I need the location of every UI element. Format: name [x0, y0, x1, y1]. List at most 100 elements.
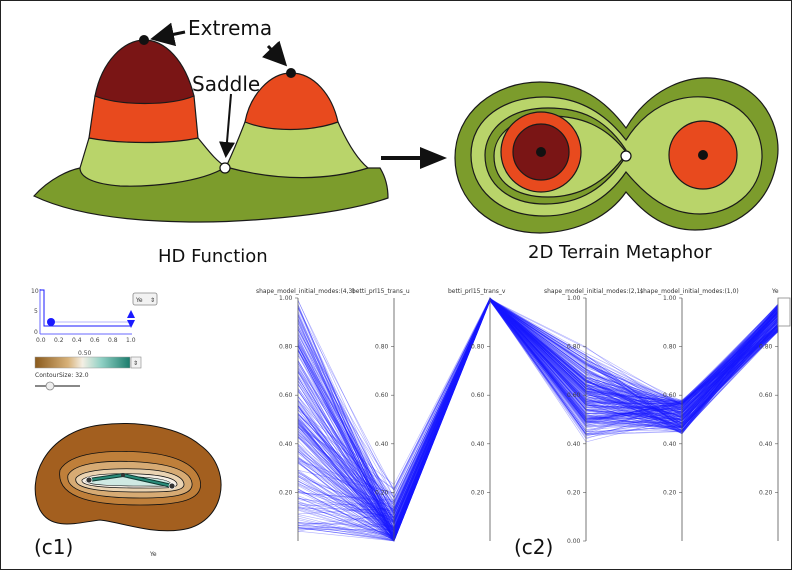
pc-polyline	[297, 298, 779, 518]
pc-tick-label: 0.40	[663, 441, 677, 448]
pc-polyline	[297, 300, 779, 530]
pc-polyline	[297, 298, 779, 520]
pc-tick-label: 1.00	[279, 295, 293, 302]
pc-polyline	[297, 299, 779, 511]
pc-polyline	[297, 299, 779, 539]
pc-polyline	[297, 298, 779, 540]
colormap-arrows-icon: ⇕	[133, 360, 138, 367]
pc-polyline	[297, 299, 779, 525]
mini-x-tick: 0.2	[54, 337, 64, 344]
pc-axis-name[interactable]: shape_model_initial_modes:(2,1)	[544, 288, 643, 295]
pc-polyline	[297, 299, 779, 538]
pc-polyline	[297, 300, 779, 529]
extrema-arrow-right	[261, 40, 288, 67]
pc-polyline	[297, 298, 779, 541]
pc-polyline	[297, 299, 779, 538]
mini-range-handle[interactable]	[127, 310, 135, 328]
pc-tick-label: 0.60	[759, 392, 773, 399]
mini-threshold-handle[interactable]	[47, 318, 55, 326]
pc-polyline	[297, 298, 779, 539]
pc-polyline	[297, 299, 779, 522]
pc-tick-label: 0.80	[663, 344, 677, 351]
pc-polyline	[297, 300, 779, 512]
ye-brush-box[interactable]	[777, 297, 791, 327]
pc-polyline	[297, 299, 779, 531]
pc-axis-name[interactable]: betti_prl15_trans_u	[352, 288, 410, 295]
pc-polyline	[297, 297, 779, 541]
pc-polyline	[297, 299, 779, 533]
extrema-arrow-left	[150, 22, 186, 47]
pc-polyline	[297, 297, 779, 512]
pc-polyline	[297, 299, 779, 492]
pc-polyline	[297, 298, 779, 536]
pc-polyline	[297, 298, 779, 510]
pc-polyline	[297, 299, 779, 523]
mini-x-tick: 0.8	[108, 337, 118, 344]
pc-polyline	[297, 299, 779, 541]
pc-polyline	[297, 300, 779, 540]
pc-polyline	[297, 297, 779, 512]
pc-polyline	[297, 300, 779, 539]
pc-polyline	[297, 298, 779, 535]
pc-tick-label: 0.60	[567, 392, 581, 399]
variable-select[interactable]: Ye ⇕	[132, 292, 158, 306]
contour-size-slider-thumb[interactable]	[45, 381, 55, 391]
pc-axis-name[interactable]: Ye	[771, 288, 779, 295]
pc-polyline	[297, 298, 779, 519]
pc-polyline	[297, 298, 779, 518]
pc-polyline	[297, 298, 779, 498]
pc-polyline	[297, 297, 779, 541]
colormap-gradient[interactable]	[34, 356, 131, 369]
pc-polyline	[297, 299, 779, 535]
pc-polyline	[297, 300, 779, 536]
pc-polyline	[297, 298, 779, 537]
mini-x-tick: 0.6	[90, 337, 100, 344]
pc-polyline	[297, 298, 779, 519]
pc-polyline	[297, 298, 779, 530]
pc-polyline	[297, 298, 779, 530]
pc-polyline	[297, 299, 779, 542]
pc-axis-name[interactable]: shape_model_initial_modes:(4,3)	[256, 288, 355, 295]
pc-polyline	[297, 300, 779, 527]
pc-polyline	[297, 299, 779, 490]
pc-polyline	[298, 298, 779, 530]
pc-axis-name[interactable]: betti_prl15_trans_v	[448, 288, 506, 295]
pc-polyline	[297, 298, 779, 518]
pc-polyline	[297, 299, 779, 523]
pc-polyline	[297, 299, 779, 541]
variable-select-value: Ye	[135, 297, 143, 304]
pc-polyline	[297, 297, 779, 519]
terrain-right-max-point	[698, 150, 708, 160]
pc-polyline	[297, 298, 779, 541]
pc-tick-label: 0.80	[279, 344, 293, 351]
pc-polyline	[297, 299, 779, 539]
left-extremum-point	[139, 35, 149, 45]
pc-polyline	[297, 299, 779, 531]
terrain-label: 2D Terrain Metaphor	[528, 242, 712, 263]
pc-polyline	[297, 297, 779, 515]
hd-function-illustration: Extrema Saddle HD Function	[33, 16, 389, 267]
pc-polyline	[297, 299, 779, 524]
mini-x-tick: 0.0	[36, 337, 46, 344]
pc-polyline	[297, 298, 779, 524]
mountain-left-orange-tier	[88, 95, 199, 144]
terrain-left-max-point	[536, 147, 546, 157]
pc-polyline	[297, 298, 779, 495]
pc-polyline	[297, 299, 779, 542]
pc-polyline	[297, 299, 779, 524]
pc-polyline	[297, 298, 779, 541]
colormap-select[interactable]: ⇕	[130, 356, 142, 369]
pc-polyline	[297, 299, 779, 542]
pc-polyline	[297, 299, 779, 540]
pc-polyline	[297, 297, 779, 522]
pc-polyline	[297, 298, 779, 528]
pc-tick-label: 0.80	[759, 344, 773, 351]
pc-polyline	[297, 298, 779, 534]
pc-polyline	[297, 297, 779, 522]
pc-polyline	[297, 297, 779, 538]
pc-polyline	[297, 297, 779, 539]
transform-arrow	[381, 147, 447, 169]
pc-axis-name[interactable]: shape_model_initial_modes:(1,0)	[640, 288, 739, 295]
pc-polyline	[297, 297, 779, 536]
pc-polyline	[297, 298, 779, 511]
